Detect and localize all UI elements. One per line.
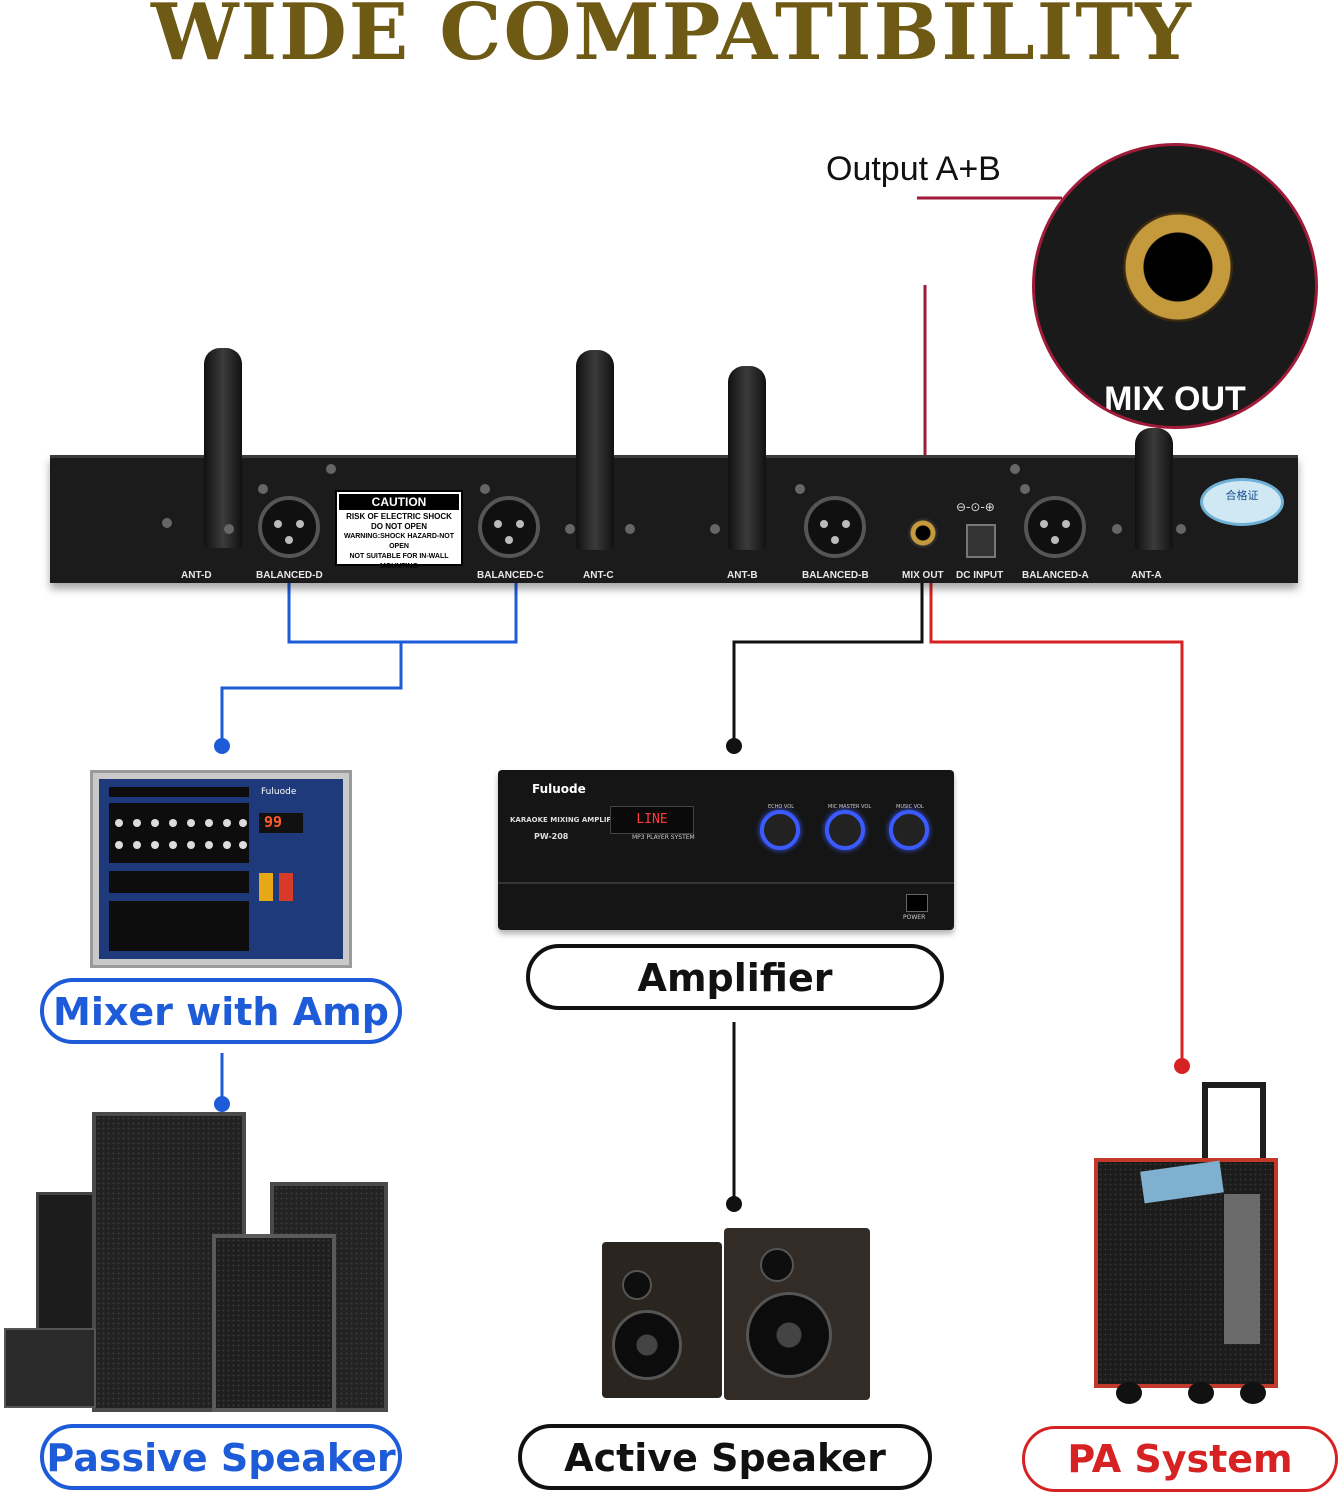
amplifier-image: Fuluode KARAOKE MIXING AMPLIFIER PW-208 … bbox=[498, 770, 954, 930]
port-label: ANT-A bbox=[1131, 570, 1162, 581]
port-label: ANT-D bbox=[181, 570, 212, 581]
red-connector-dot bbox=[1174, 1058, 1190, 1074]
port-label: DC INPUT bbox=[956, 570, 1004, 581]
mixer-brand: Fuluode bbox=[261, 787, 297, 797]
mixer-with-amp-label: Mixer with Amp bbox=[40, 978, 402, 1044]
port-label: MIX OUT bbox=[902, 570, 944, 581]
dc-polarity-symbol: ⊖-⊙-⊕ bbox=[956, 500, 995, 514]
mixer-display: 99 bbox=[264, 813, 283, 831]
port-label: BALANCED-A bbox=[1022, 570, 1089, 581]
port-label: BALANCED-C bbox=[477, 570, 544, 581]
amp-model-line: KARAOKE MIXING AMPLIFIER bbox=[510, 816, 624, 824]
red-wire-to-pa bbox=[929, 582, 1184, 1064]
black-wire-to-amp bbox=[732, 582, 924, 745]
passive-speakers-image bbox=[0, 1110, 400, 1420]
amp-model: PW-208 bbox=[534, 832, 569, 841]
antenna-c bbox=[576, 350, 614, 550]
amp-player-label: MP3 PLAYER SYSTEM bbox=[632, 834, 695, 841]
active-speakers-image bbox=[600, 1228, 872, 1402]
pa-system-image bbox=[1090, 1082, 1280, 1412]
caution-header: CAUTION bbox=[339, 494, 459, 510]
caution-sticker: CAUTION RISK OF ELECTRIC SHOCK DO NOT OP… bbox=[335, 490, 463, 570]
antenna-a bbox=[1135, 428, 1173, 550]
power-switch bbox=[906, 894, 928, 912]
blue-connector-dot bbox=[214, 1096, 230, 1112]
port-label: ANT-C bbox=[583, 570, 614, 581]
xlr-port-balanced-a bbox=[1024, 496, 1086, 558]
antenna-d bbox=[204, 348, 242, 548]
dc-input-jack bbox=[966, 524, 996, 558]
mix-out-jack bbox=[908, 518, 938, 548]
port-label: BALANCED-B bbox=[802, 570, 869, 581]
mixer-image: 99 Fuluode bbox=[90, 770, 352, 968]
page-title: WIDE COMPATIBILITY bbox=[151, 0, 1193, 78]
xlr-port-balanced-d bbox=[258, 496, 320, 558]
mic-master-vol-knob bbox=[825, 810, 865, 850]
blue-wire-balanced bbox=[287, 582, 518, 644]
amp-display: LINE bbox=[610, 806, 694, 834]
black-connector-dot bbox=[726, 1196, 742, 1212]
port-label: ANT-B bbox=[727, 570, 758, 581]
amp-brand: Fuluode bbox=[532, 782, 586, 796]
xlr-port-balanced-c bbox=[478, 496, 540, 558]
wireless-receiver-rear-panel: ⊖-⊙-⊕ CAUTION RISK OF ELECTRIC SHOCK DO … bbox=[50, 348, 1298, 583]
black-connector-dot bbox=[726, 738, 742, 754]
blue-wire-to-mixer bbox=[220, 642, 403, 745]
mix-out-zoom-label: MIX OUT bbox=[1104, 380, 1246, 418]
mix-out-jack-closeup bbox=[1123, 212, 1233, 322]
port-label: BALANCED-D bbox=[256, 570, 323, 581]
amplifier-label: Amplifier bbox=[526, 944, 944, 1010]
echo-vol-knob bbox=[760, 810, 800, 850]
music-vol-knob bbox=[889, 810, 929, 850]
passive-speaker-label: Passive Speaker bbox=[40, 1424, 402, 1490]
blue-connector-dot bbox=[214, 738, 230, 754]
antenna-b bbox=[728, 366, 766, 550]
mix-out-zoom-callout: MIX OUT bbox=[1032, 143, 1318, 429]
active-speaker-label: Active Speaker bbox=[518, 1424, 932, 1490]
output-ab-label: Output A+B bbox=[826, 150, 1001, 188]
pa-system-label: PA System bbox=[1022, 1426, 1338, 1492]
xlr-port-balanced-b bbox=[804, 496, 866, 558]
certification-sticker: 合格证 bbox=[1200, 478, 1284, 526]
